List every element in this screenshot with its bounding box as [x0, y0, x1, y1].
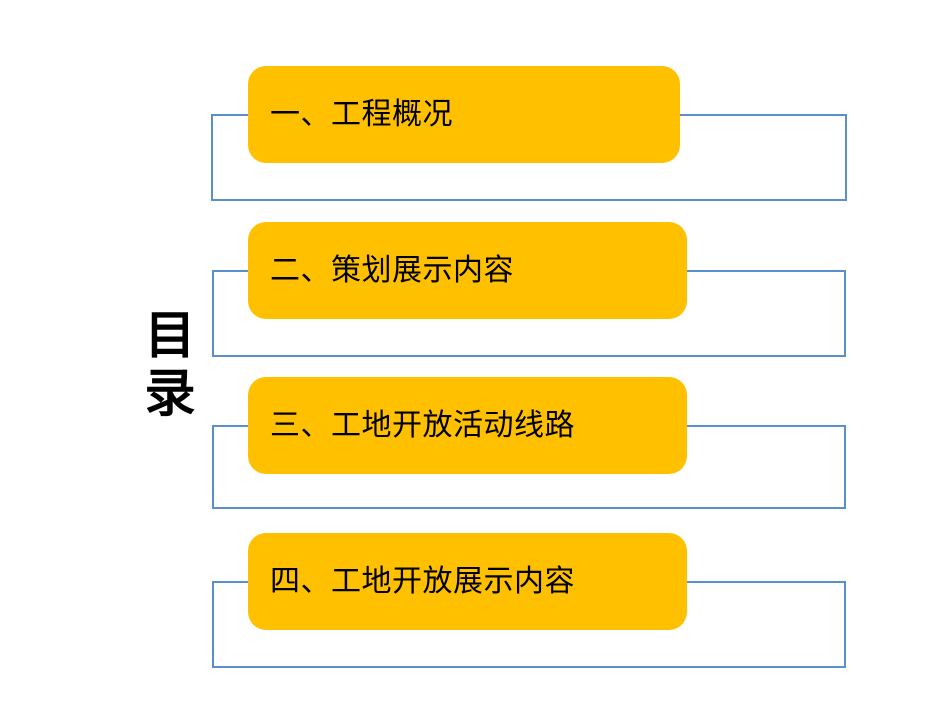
- toc-item-2[interactable]: 二、策划展示内容: [248, 222, 687, 319]
- toc-item-label-2: 二、策划展示内容: [270, 253, 514, 288]
- toc-item-label-3: 三、工地开放活动线路: [270, 408, 575, 443]
- toc-item-3[interactable]: 三、工地开放活动线路: [248, 377, 687, 474]
- toc-item-1[interactable]: 一、工程概况: [248, 66, 680, 163]
- page-title: 目 录: [144, 307, 196, 424]
- toc-item-label-1: 一、工程概况: [270, 97, 453, 132]
- toc-item-4[interactable]: 四、工地开放展示内容: [248, 533, 687, 630]
- toc-item-label-4: 四、工地开放展示内容: [270, 564, 575, 599]
